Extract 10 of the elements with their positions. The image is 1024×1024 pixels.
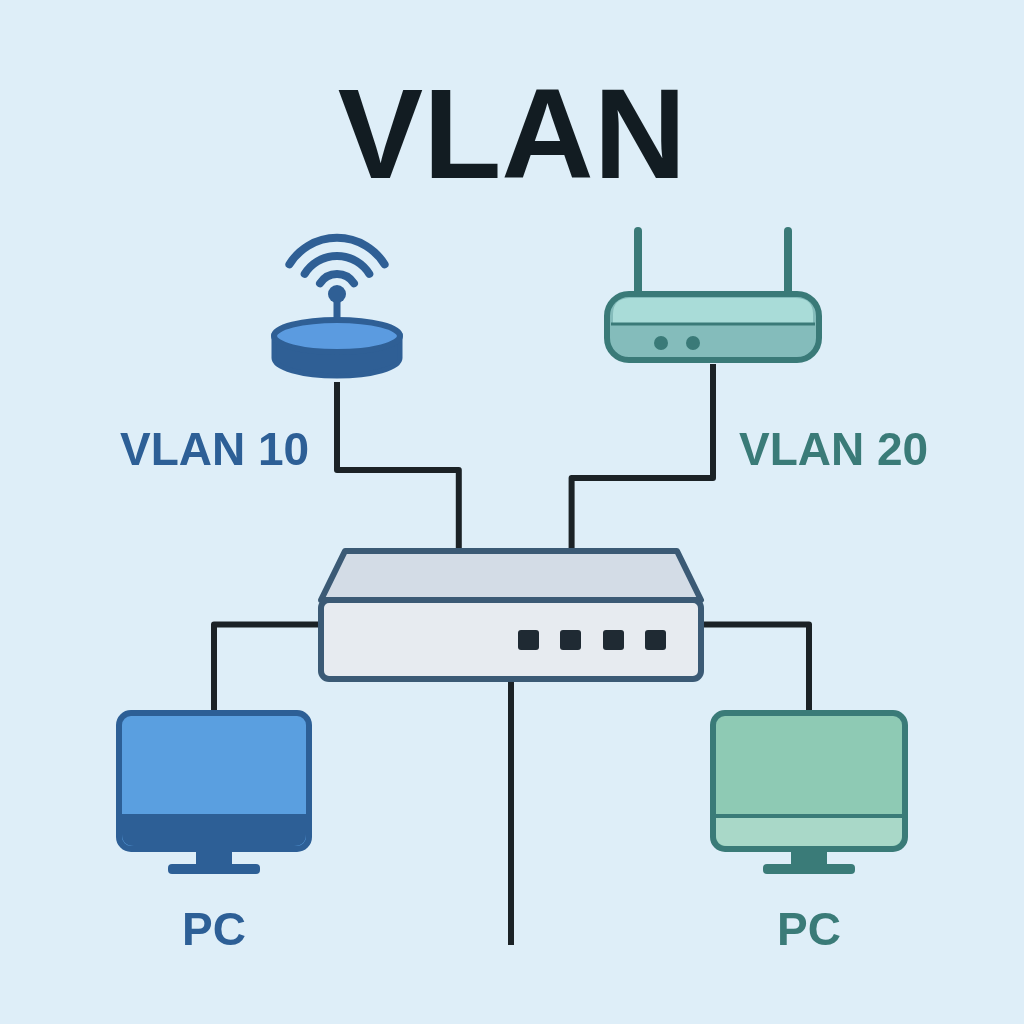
network-cable	[568, 364, 716, 548]
device-label: PC	[182, 906, 246, 952]
network-cable	[704, 621, 812, 710]
device-label: VLAN 20	[739, 426, 929, 472]
network-cable	[334, 382, 462, 548]
network-cable	[211, 621, 318, 710]
device-label: VLAN 10	[120, 426, 310, 472]
network-cable	[508, 682, 514, 945]
device-label: PC	[777, 906, 841, 952]
title: VLAN	[337, 70, 687, 198]
